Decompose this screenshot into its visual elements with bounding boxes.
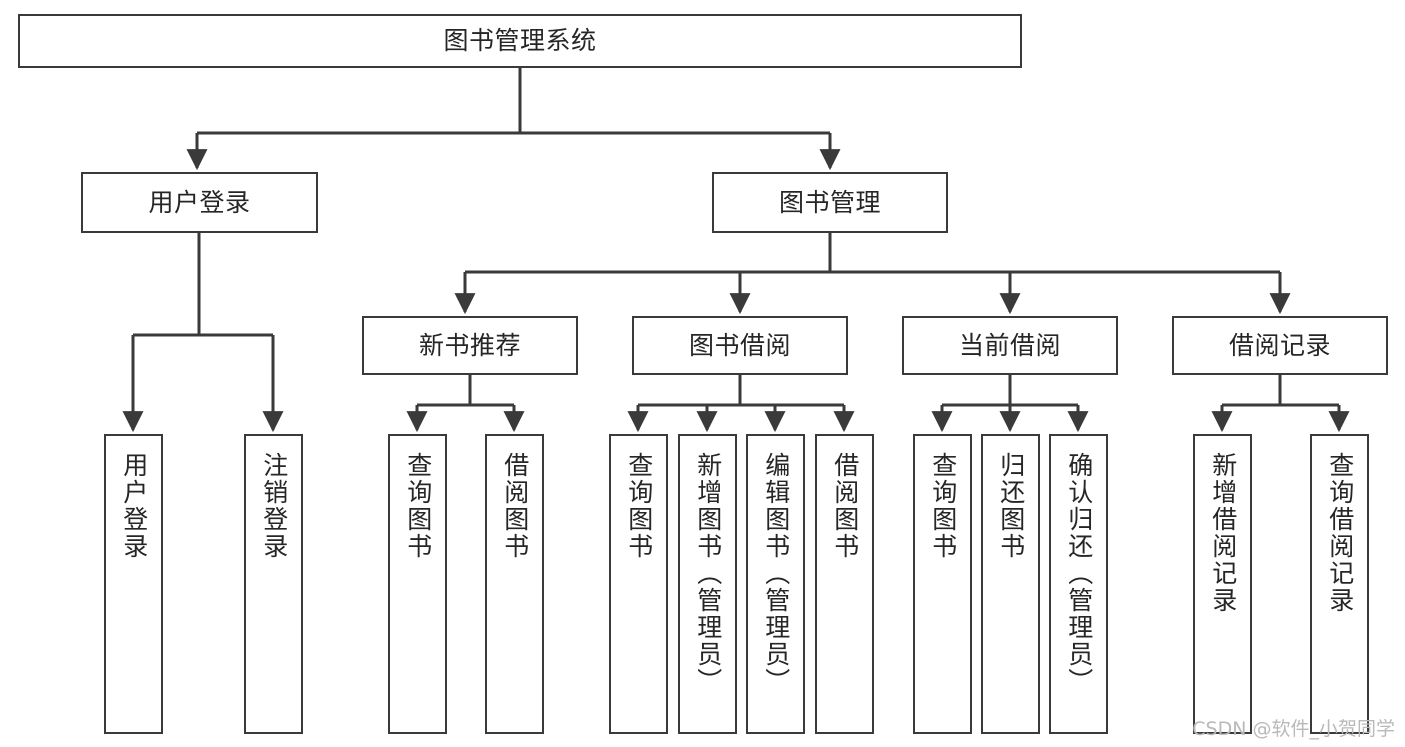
leaf-book-borrow-add-book-admin[interactable]: 新增图书（管理员） (678, 434, 737, 734)
node-current-borrow[interactable]: 当前借阅 (902, 316, 1118, 375)
leaf-new-book-borrow-book[interactable]: 借阅图书 (485, 434, 544, 734)
node-label: 图书管理系统 (443, 26, 597, 56)
node-label: 新增借阅记录 (1208, 452, 1238, 614)
node-label: 用户登录 (119, 452, 149, 560)
node-label: 注销登录 (259, 452, 289, 560)
leaf-current-borrow-return-book[interactable]: 归还图书 (981, 434, 1040, 734)
node-label: 编辑图书（管理员） (761, 452, 791, 695)
leaf-borrow-record-query-record[interactable]: 查询借阅记录 (1310, 434, 1369, 734)
node-label: 图书借阅 (688, 330, 791, 360)
node-label: 借阅记录 (1228, 330, 1331, 360)
node-label: 借阅图书 (830, 452, 860, 560)
node-label: 用户登录 (148, 187, 251, 217)
node-user-login[interactable]: 用户登录 (81, 172, 318, 233)
node-root-book-management-system[interactable]: 图书管理系统 (18, 14, 1022, 68)
node-label: 确认归还（管理员） (1064, 452, 1094, 695)
leaf-user-login-logout[interactable]: 注销登录 (244, 434, 303, 734)
node-label: 查询图书 (624, 452, 654, 560)
node-new-book-recommend[interactable]: 新书推荐 (362, 316, 578, 375)
leaf-new-book-query-book[interactable]: 查询图书 (388, 434, 447, 734)
leaf-current-borrow-query-book[interactable]: 查询图书 (913, 434, 972, 734)
node-label: 归还图书 (996, 452, 1026, 560)
node-label: 查询图书 (928, 452, 958, 560)
leaf-current-borrow-confirm-return-admin[interactable]: 确认归还（管理员） (1049, 434, 1108, 734)
node-label: 借阅图书 (500, 452, 530, 560)
node-label: 查询借阅记录 (1325, 452, 1355, 614)
leaf-book-borrow-edit-book-admin[interactable]: 编辑图书（管理员） (746, 434, 805, 734)
node-label: 新书推荐 (418, 330, 521, 360)
node-label: 图书管理 (778, 187, 881, 217)
node-label: 新增图书（管理员） (693, 452, 723, 695)
leaf-user-login-login[interactable]: 用户登录 (104, 434, 163, 734)
node-label: 查询图书 (403, 452, 433, 560)
node-borrow-record[interactable]: 借阅记录 (1172, 316, 1388, 375)
leaf-book-borrow-borrow-book[interactable]: 借阅图书 (815, 434, 874, 734)
leaf-borrow-record-add-record[interactable]: 新增借阅记录 (1193, 434, 1252, 734)
node-book-borrow[interactable]: 图书借阅 (632, 316, 848, 375)
node-book-management[interactable]: 图书管理 (712, 172, 948, 233)
node-label: 当前借阅 (958, 330, 1061, 360)
leaf-book-borrow-query-book[interactable]: 查询图书 (609, 434, 668, 734)
